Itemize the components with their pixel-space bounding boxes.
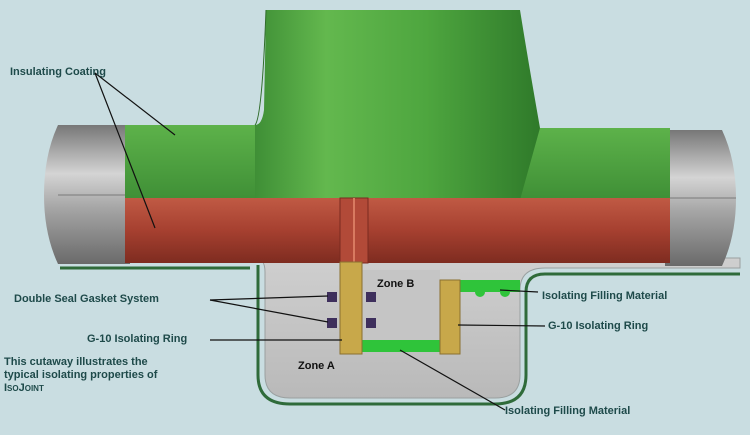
housing-outline (256, 265, 740, 406)
leader-lines (94, 72, 546, 411)
label-insulating-coating: Insulating Coating (10, 66, 106, 78)
gasket-block (366, 292, 376, 302)
filling-bottom (362, 340, 440, 352)
label-zone-b: Zone B (377, 278, 415, 290)
caption-line-3: IsoJoint (4, 382, 44, 394)
coating-hub (255, 10, 540, 200)
zone-cavity (360, 270, 440, 350)
caption-line-2: typical isolating properties of (4, 369, 158, 381)
gasket-block (366, 318, 376, 328)
gasket-block (327, 292, 337, 302)
label-zone-a: Zone A (298, 360, 335, 372)
caption-line-1: This cutaway illustrates the (4, 356, 148, 368)
coating-sleeve-left (125, 125, 275, 200)
coating-sleeve-right (520, 128, 670, 200)
inner-pipe (125, 198, 670, 263)
label-g10-ring-right: G-10 Isolating Ring (548, 320, 649, 332)
g10-ring-right (439, 279, 461, 355)
gasket-block (327, 318, 337, 328)
label-filling-bottom: Isolating Filling Material (505, 405, 631, 417)
label-g10-ring-left: G-10 Isolating Ring (87, 333, 188, 345)
g10-ring-left (339, 261, 363, 355)
label-filling-top-right: Isolating Filling Material (542, 290, 668, 302)
caption: This cutaway illustrates the typical iso… (4, 356, 219, 395)
label-double-seal-gasket: Double Seal Gasket System (14, 293, 159, 305)
